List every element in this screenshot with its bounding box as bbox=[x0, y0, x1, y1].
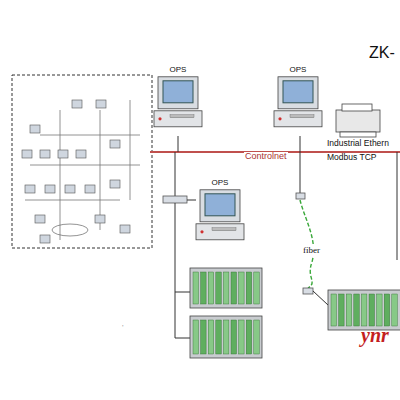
plc-module bbox=[201, 272, 207, 304]
plc-module bbox=[377, 294, 383, 326]
network-label: Industrial Ethern bbox=[326, 139, 390, 148]
plc-module bbox=[193, 272, 199, 304]
mini-computer bbox=[110, 180, 120, 188]
plc-module bbox=[254, 272, 259, 304]
computer-icon bbox=[196, 190, 244, 240]
mini-computer bbox=[85, 185, 95, 193]
computer-icon bbox=[274, 77, 322, 127]
mini-computer bbox=[35, 215, 45, 223]
plc-module bbox=[239, 272, 245, 304]
plc-module bbox=[384, 294, 390, 326]
mini-computer bbox=[110, 140, 120, 148]
station-label: OPS bbox=[196, 179, 244, 188]
mini-computer bbox=[40, 150, 50, 158]
plc-module bbox=[392, 294, 398, 326]
mini-computer bbox=[65, 185, 75, 193]
plc-module bbox=[208, 320, 214, 354]
plc-module bbox=[246, 272, 252, 304]
plc-module bbox=[201, 320, 207, 354]
mini-computer bbox=[22, 150, 32, 158]
plc-module bbox=[354, 294, 360, 326]
plc-module bbox=[216, 272, 222, 304]
mini-computer bbox=[45, 185, 55, 193]
heading-fragment: ZK- bbox=[368, 44, 396, 62]
network-label: Modbus TCP bbox=[326, 153, 377, 162]
mini-computer bbox=[76, 150, 86, 158]
mini-computer bbox=[58, 150, 68, 158]
mini-computer bbox=[95, 215, 105, 223]
station-label: OPS bbox=[154, 66, 202, 75]
network-label: fiber bbox=[302, 246, 321, 256]
ops-station: OPS bbox=[274, 66, 322, 75]
plc-module bbox=[223, 272, 229, 304]
plc-module bbox=[254, 320, 259, 354]
plc-module bbox=[231, 272, 237, 304]
plc-module bbox=[239, 320, 245, 354]
plc-module bbox=[246, 320, 252, 354]
ops-station: OPS bbox=[196, 179, 244, 188]
mini-computer bbox=[72, 100, 82, 108]
plc-module bbox=[346, 294, 352, 326]
network-label: Controlnet bbox=[244, 152, 288, 162]
plc-module bbox=[208, 272, 214, 304]
watermark: ynr bbox=[360, 324, 390, 346]
plc-module bbox=[193, 320, 199, 354]
mini-computer bbox=[25, 185, 35, 193]
plc-module bbox=[231, 320, 237, 354]
computer-icon bbox=[154, 77, 202, 127]
plc-rack bbox=[190, 268, 262, 308]
mini-computer bbox=[96, 100, 106, 108]
station-label: OPS bbox=[274, 66, 322, 75]
plc-module bbox=[331, 294, 337, 326]
mini-computer bbox=[120, 225, 130, 233]
plc-module bbox=[339, 294, 345, 326]
plc-module bbox=[223, 320, 229, 354]
plc-module bbox=[361, 294, 367, 326]
plc-module bbox=[369, 294, 375, 326]
plc-rack bbox=[190, 316, 262, 358]
mini-computer bbox=[30, 125, 40, 133]
ops-station: OPS bbox=[154, 66, 202, 75]
svg-text:': ' bbox=[122, 323, 124, 332]
plc-module bbox=[216, 320, 222, 354]
mini-computer bbox=[40, 235, 50, 243]
